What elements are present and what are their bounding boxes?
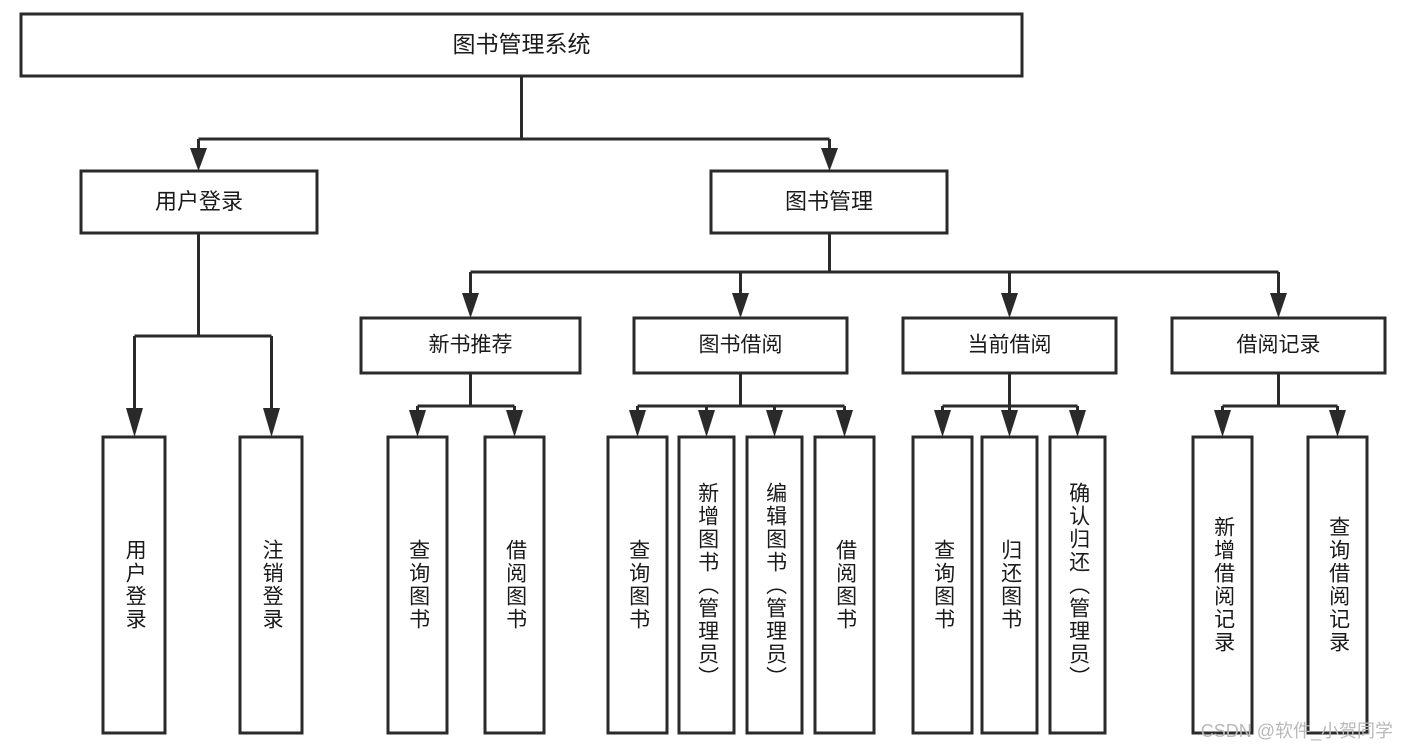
leaf-boxes[interactable] bbox=[101, 435, 1369, 735]
leaf-box-9[interactable] bbox=[980, 435, 1039, 735]
leaf-box-7[interactable] bbox=[813, 435, 876, 735]
leaf-box-4[interactable] bbox=[606, 435, 669, 735]
node-book-manage[interactable]: 图书管理 bbox=[709, 169, 949, 235]
node-user-login[interactable]: 用户登录 bbox=[79, 169, 319, 235]
arrow-to-leaf-11 bbox=[1214, 410, 1231, 437]
arrow-to-leaf-5 bbox=[698, 410, 715, 437]
node-root-label: 图书管理系统 bbox=[453, 31, 591, 57]
leaf-box-11[interactable] bbox=[1191, 435, 1254, 735]
leaf-box-12[interactable] bbox=[1306, 435, 1369, 735]
arrow-to-leaf-2 bbox=[409, 410, 426, 437]
leaf-box-5[interactable] bbox=[677, 435, 736, 735]
node-new-book-recommend-box[interactable] bbox=[359, 316, 582, 375]
node-user-login-label: 用户登录 bbox=[155, 189, 243, 214]
arrow-to-leaf-8 bbox=[934, 410, 951, 437]
arrow-to-book-manage bbox=[821, 148, 838, 171]
connectors bbox=[126, 76, 1346, 437]
arrow-to-user-login bbox=[190, 148, 207, 171]
leaf-box-10[interactable] bbox=[1048, 435, 1107, 735]
node-current-borrow-box[interactable] bbox=[901, 316, 1118, 375]
leaf-box-1[interactable] bbox=[238, 435, 304, 735]
arrow-to-leaf-0 bbox=[126, 408, 143, 437]
leaf-box-2[interactable] bbox=[386, 435, 449, 735]
leaf-box-3[interactable] bbox=[483, 435, 546, 735]
arrow-to-borrow-book bbox=[732, 293, 749, 318]
node-root-box[interactable] bbox=[19, 12, 1024, 78]
watermark-text: CSDN @软件_小贺同学 bbox=[1200, 721, 1393, 741]
node-book-borrow-label: 图书借阅 bbox=[699, 334, 783, 357]
arrow-to-leaf-9 bbox=[1001, 410, 1018, 437]
arrow-to-current-borrow bbox=[1001, 293, 1018, 318]
node-book-manage-box[interactable] bbox=[709, 169, 949, 235]
node-current-borrow-label: 当前借阅 bbox=[968, 334, 1052, 357]
arrow-to-leaf-6 bbox=[766, 410, 783, 437]
arrow-to-borrow-record bbox=[1270, 293, 1287, 318]
node-root[interactable]: 图书管理系统 bbox=[19, 12, 1024, 78]
arrow-to-new-book bbox=[462, 293, 479, 318]
node-borrow-record[interactable]: 借阅记录 bbox=[1170, 316, 1387, 375]
arrow-to-leaf-4 bbox=[629, 410, 646, 437]
leaf-box-6[interactable] bbox=[745, 435, 804, 735]
node-book-borrow[interactable]: 图书借阅 bbox=[632, 316, 849, 375]
arrow-to-leaf-7 bbox=[836, 410, 853, 437]
leaf-box-8[interactable] bbox=[911, 435, 974, 735]
arrow-to-leaf-10 bbox=[1069, 410, 1086, 437]
arrow-to-leaf-3 bbox=[506, 410, 523, 437]
node-new-book-recommend-label: 新书推荐 bbox=[429, 334, 513, 357]
node-book-manage-label: 图书管理 bbox=[785, 189, 873, 214]
leaf-box-0[interactable] bbox=[101, 435, 167, 735]
arrow-to-leaf-1 bbox=[263, 408, 280, 437]
node-current-borrow[interactable]: 当前借阅 bbox=[901, 316, 1118, 375]
node-borrow-record-box[interactable] bbox=[1170, 316, 1387, 375]
node-book-borrow-box[interactable] bbox=[632, 316, 849, 375]
node-borrow-record-label: 借阅记录 bbox=[1237, 334, 1321, 357]
arrow-to-leaf-12 bbox=[1329, 410, 1346, 437]
node-user-login-box[interactable] bbox=[79, 169, 319, 235]
node-new-book-recommend[interactable]: 新书推荐 bbox=[359, 316, 582, 375]
